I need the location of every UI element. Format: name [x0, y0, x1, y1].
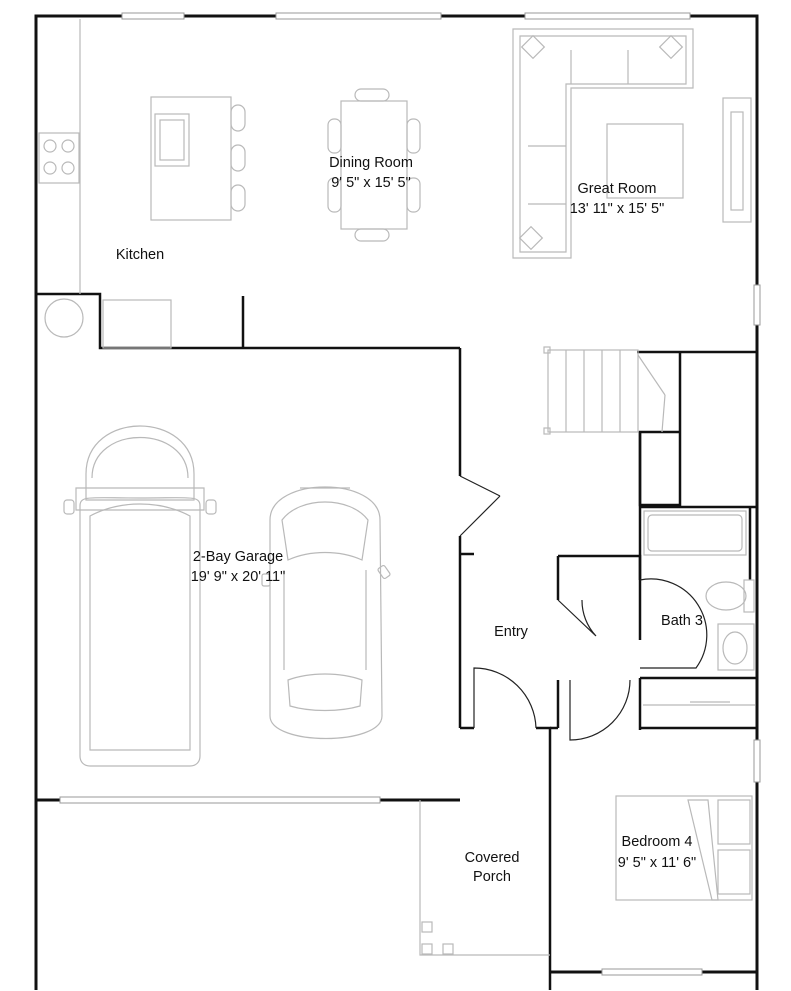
doors	[459, 475, 708, 741]
bedroom-4-label: Bedroom 4	[622, 834, 693, 850]
cooktop	[38, 132, 80, 184]
bathtub-basin	[647, 514, 743, 552]
bedroom-side-window	[753, 739, 761, 783]
fixtures	[38, 19, 755, 956]
garage-size: 19' 9" x 20' 11"	[191, 569, 286, 585]
porch-column	[442, 943, 454, 955]
pillow-icon	[717, 849, 751, 895]
bedroom-4-size: 9' 5" x 11' 6"	[618, 855, 696, 871]
dining-chairs	[327, 88, 421, 242]
great-room-size: 13' 11" x 15' 5"	[570, 201, 665, 217]
great-room-window	[524, 12, 691, 20]
dining-room-size: 9' 5" x 15' 5"	[331, 175, 411, 191]
car-icon	[261, 486, 391, 740]
bath-3-label: Bath 3	[661, 613, 703, 629]
vehicles	[63, 425, 391, 767]
garage-label: 2-Bay Garage	[193, 549, 283, 565]
great-room-side-window	[753, 284, 761, 326]
front-door	[473, 667, 537, 729]
closet-door	[557, 599, 597, 637]
vanity-sink	[722, 631, 748, 665]
garage-entry-door	[459, 475, 501, 537]
garage-top-wall	[36, 292, 250, 350]
pillow-icon	[717, 799, 751, 845]
bath-door	[639, 578, 708, 669]
coffee-table	[606, 123, 684, 199]
kitchen-window	[121, 12, 185, 20]
sink	[154, 113, 190, 167]
room-labels: Dining Room 9' 5" x 15' 5" Great Room 13…	[116, 155, 703, 885]
porch-column	[421, 943, 433, 955]
bedroom-door	[569, 679, 631, 741]
porch-column	[421, 921, 433, 933]
water-heater	[44, 298, 84, 338]
toilet-tank	[743, 579, 755, 613]
cooktop-burners-icon	[43, 139, 75, 175]
entry-label: Entry	[494, 624, 529, 640]
bed	[615, 795, 753, 901]
sink-basin	[159, 119, 185, 161]
windows	[59, 12, 761, 976]
bedroom-bottom-window	[601, 968, 703, 976]
bathtub	[643, 510, 747, 556]
great-room-label: Great Room	[578, 181, 657, 197]
stair-right-wall	[638, 352, 682, 507]
toilet-bowl	[705, 581, 747, 611]
kitchen-island	[150, 96, 232, 221]
fireplace	[722, 97, 752, 223]
fireplace-insert	[730, 111, 744, 211]
sectional-sofa-inner	[519, 35, 687, 253]
sectional-sofa	[512, 28, 694, 259]
porch-label-line1: Covered	[465, 850, 520, 866]
island-stools	[230, 104, 246, 212]
hall-wall	[558, 554, 642, 580]
dining-table	[340, 100, 408, 230]
entry-bottom-wall-right	[536, 726, 552, 990]
vanity	[717, 623, 755, 671]
pillow-icon	[520, 34, 546, 60]
bed-blanket-fold	[687, 799, 719, 901]
stairs	[543, 346, 666, 435]
sliding-door-window	[275, 12, 442, 20]
van-icon	[63, 425, 217, 767]
pantry-shelf	[102, 299, 172, 349]
dining-room-label: Dining Room	[329, 155, 413, 171]
pillow-icon	[658, 34, 684, 60]
porch-outline	[419, 800, 550, 956]
pillow-icon	[518, 225, 544, 251]
garage-door	[59, 796, 381, 804]
porch-label-line2: Porch	[473, 869, 511, 885]
kitchen-label: Kitchen	[116, 247, 164, 263]
